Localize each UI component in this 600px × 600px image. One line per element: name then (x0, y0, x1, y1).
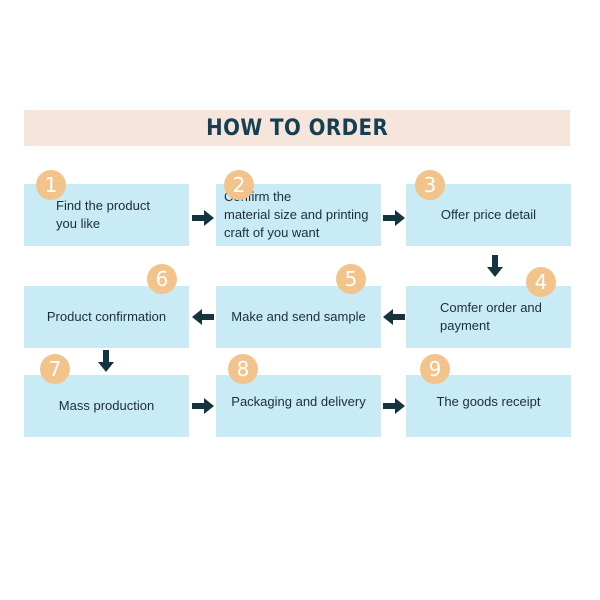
arrow-left-icon (383, 309, 405, 325)
title-banner: HOW TO ORDER (24, 110, 570, 146)
step-label-5: Make and send sample (231, 309, 366, 324)
arrow-left-icon (192, 309, 214, 325)
step-box-6: Product confirmation (24, 286, 189, 348)
step-box-8: Packaging and delivery (216, 375, 381, 437)
step-number-2: 2 (224, 170, 254, 200)
step-number-7: 7 (40, 354, 70, 384)
page-title: HOW TO ORDER (205, 115, 389, 141)
step-number-5: 5 (336, 264, 366, 294)
step-box-5: Make and send sample (216, 286, 381, 348)
step-label-7: Mass production (58, 398, 155, 413)
step-label-6: Product confirmation (46, 309, 167, 324)
step-number-4: 4 (526, 267, 556, 297)
step-number-3: 3 (415, 170, 445, 200)
step-number-8: 8 (228, 354, 258, 384)
step-box-7: Mass production (24, 375, 189, 437)
step-label-2: Confirm the material size and printing c… (224, 189, 369, 240)
arrow-down-icon (98, 350, 114, 372)
step-number-6: 6 (147, 264, 177, 294)
arrow-right-icon (383, 210, 405, 226)
step-box-9: The goods receipt (406, 375, 571, 437)
step-label-4: Comfer order and payment (440, 300, 542, 333)
step-box-2: Confirm the material size and printing c… (216, 184, 381, 246)
step-box-1: Find the product you like (24, 184, 189, 246)
arrow-right-icon (383, 398, 405, 414)
step-label-3: Offer price detail (440, 207, 537, 222)
step-number-9: 9 (420, 354, 450, 384)
step-label-9: The goods receipt (436, 394, 541, 409)
arrow-right-icon (192, 210, 214, 226)
step-label-8: Packaging and delivery (231, 394, 366, 409)
arrow-down-icon (487, 255, 503, 277)
step-label-1: Find the product you like (56, 198, 150, 231)
step-number-1: 1 (36, 170, 66, 200)
arrow-right-icon (192, 398, 214, 414)
